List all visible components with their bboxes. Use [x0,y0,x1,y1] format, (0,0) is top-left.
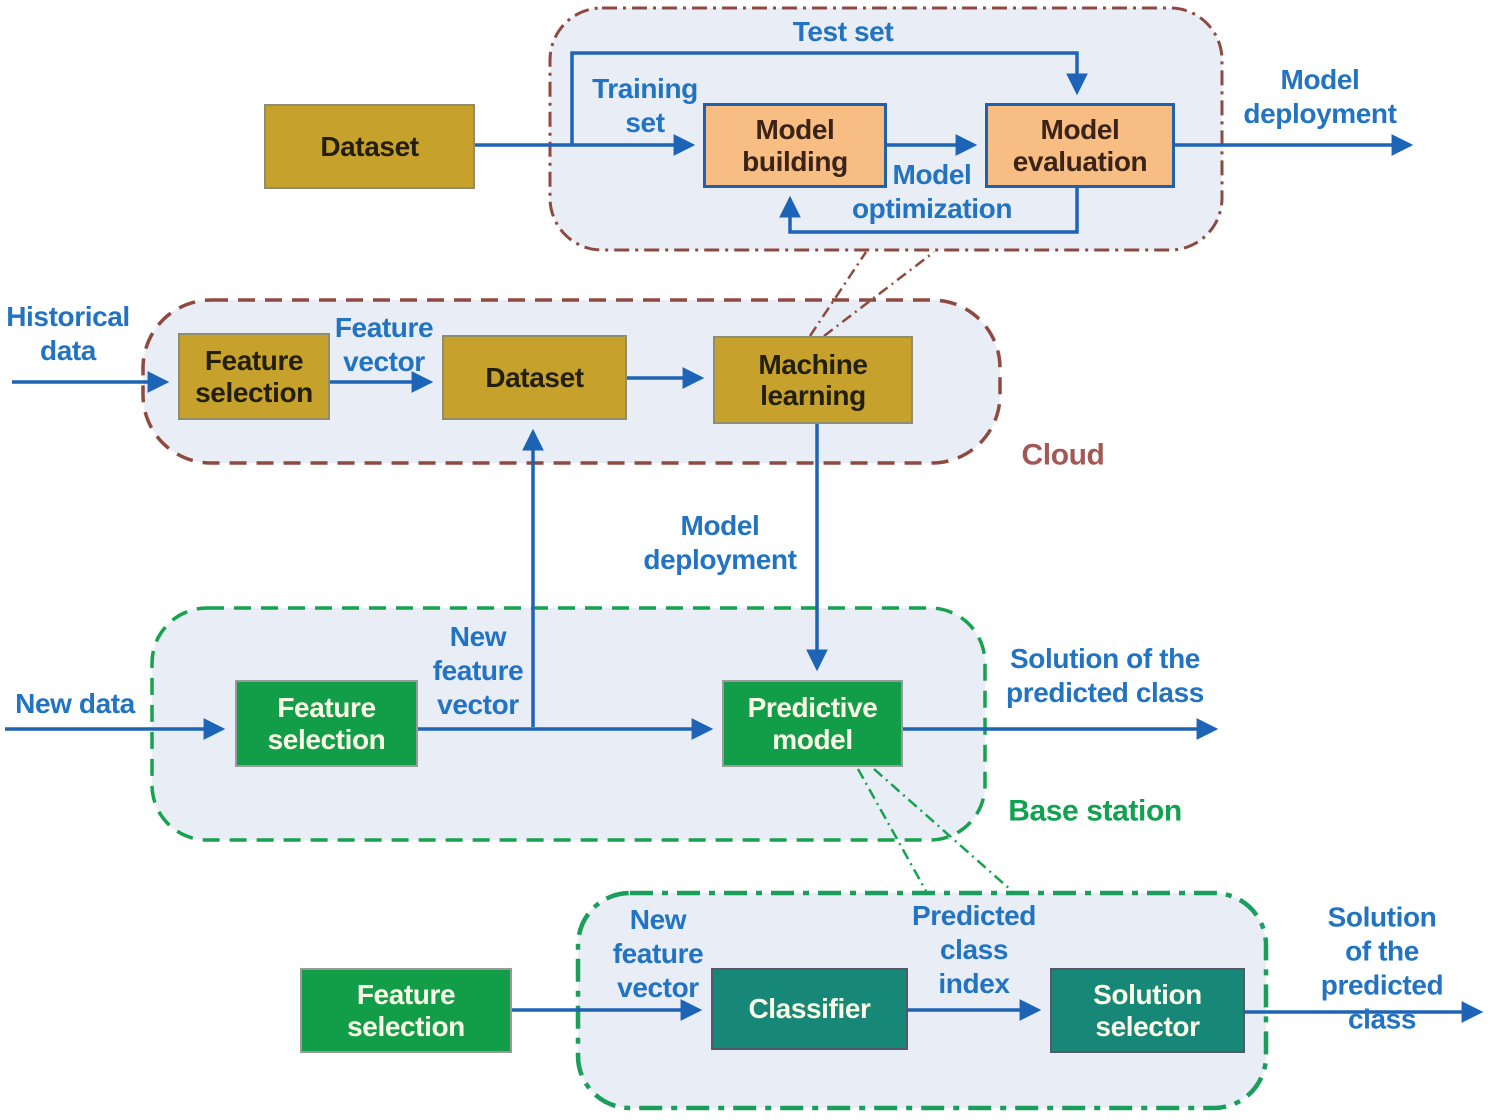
label-base-station: Base station [1008,794,1182,828]
label-new-feature-vector-bottom: New feature vector [612,903,704,1004]
label-feature-vector: Feature vector [334,311,434,377]
callout-machine-learning-left [808,251,868,337]
label-training-set: Training set [592,72,698,138]
box-classifier: Classifier [711,968,908,1050]
label-cloud: Cloud [1021,438,1105,472]
label-historical-data: Historical data [6,300,130,366]
callout-machine-learning-right [823,251,935,337]
label-model-optimization: Model optimization [851,158,1013,224]
label-new-feature-vector-station: New feature vector [432,620,524,721]
box-model-building: Model building [703,103,887,188]
box-feature-selection-station: Feature selection [235,680,418,767]
box-dataset-top: Dataset [264,104,475,189]
prediction-detail-panel [575,890,1269,1111]
label-solution-station: Solution of the predicted class [1006,642,1204,708]
box-predictive-model: Predictive model [722,680,903,767]
box-model-evaluation: Model evaluation [985,103,1175,188]
callout-predictive-model-right [873,768,1013,892]
label-test-set: Test set [792,15,894,47]
box-feature-selection-cloud: Feature selection [178,333,330,420]
label-new-data: New data [15,687,135,719]
label-predicted-class-index: Predicted class index [912,899,1036,1000]
box-solution-selector: Solution selector [1050,968,1245,1053]
label-model-deployment-out: Model deployment [1243,63,1397,129]
label-solution-bottom: Solution of the predicted class [1320,901,1444,1036]
callout-predictive-model-left [856,768,928,892]
label-model-deployment-mid: Model deployment [643,509,797,575]
box-feature-selection-bottom: Feature selection [300,968,512,1053]
box-dataset-cloud: Dataset [442,335,627,420]
box-machine-learning: Machine learning [713,336,913,424]
base-station-panel [150,606,987,842]
arrow-test-set [570,51,1088,145]
arrow-model-optimization-feedback [779,188,1079,234]
